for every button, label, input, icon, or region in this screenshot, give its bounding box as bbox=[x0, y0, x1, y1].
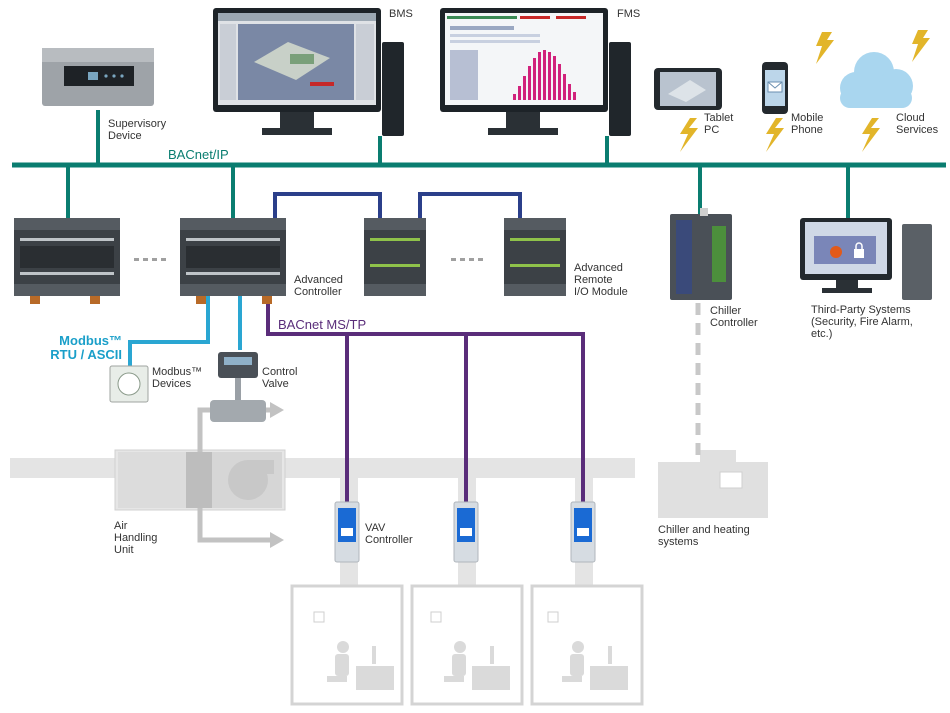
chiller-controller-line2: Controller bbox=[710, 317, 758, 329]
chiller-controller-line1: Chiller bbox=[710, 305, 742, 317]
advanced-controller-label: Advanced Controller bbox=[294, 274, 343, 298]
mstp-bus bbox=[266, 296, 585, 502]
flame-icon bbox=[830, 246, 842, 258]
control-valve-line1: Control bbox=[262, 366, 298, 378]
modbus-devices-label: Modbus™ Devices bbox=[152, 366, 202, 390]
remote-io-line1: Advanced bbox=[574, 262, 623, 274]
room-1 bbox=[290, 584, 404, 706]
modbus-label: Modbus™ RTU / ASCII bbox=[40, 334, 122, 362]
chiller-systems-line1: Chiller and heating bbox=[658, 524, 750, 536]
mobile-label-line2: Phone bbox=[791, 124, 823, 136]
vav-controller-3 bbox=[570, 501, 596, 563]
controller-link bbox=[273, 192, 522, 218]
chiller-systems-label: Chiller and heating systems bbox=[658, 524, 750, 548]
modbus-label-line1: Modbus™ bbox=[59, 333, 122, 348]
fms-bar-chart bbox=[513, 50, 576, 100]
third-party-label: Third-Party Systems (Security, Fire Alar… bbox=[811, 304, 913, 340]
third-party-pc bbox=[800, 218, 932, 300]
ahu-label-line1: Air bbox=[114, 520, 128, 532]
supervisory-device bbox=[42, 48, 154, 106]
chiller-unit bbox=[658, 450, 768, 518]
chiller-systems-line2: systems bbox=[658, 536, 699, 548]
controller-1 bbox=[14, 218, 120, 304]
remote-io-label: Advanced Remote I/O Module bbox=[574, 262, 628, 298]
tablet-label-line1: Tablet bbox=[704, 112, 734, 124]
vav-label-line1: VAV bbox=[365, 522, 386, 534]
lightning-icon bbox=[680, 30, 930, 152]
vav-controller-2 bbox=[453, 501, 479, 563]
ellipsis-dots bbox=[134, 258, 483, 261]
cloud-label-line2: Services bbox=[896, 124, 939, 136]
envelope-icon bbox=[767, 81, 783, 93]
room-3 bbox=[530, 584, 644, 706]
bacnet-ip-drops bbox=[66, 110, 850, 218]
remote-io-2 bbox=[504, 218, 566, 296]
bms-monitor bbox=[213, 8, 404, 136]
fms-monitor bbox=[440, 8, 631, 136]
mobile-label: Mobile Phone bbox=[791, 112, 823, 136]
modbus-lines bbox=[128, 296, 242, 366]
ahu-label-line2: Handling bbox=[114, 532, 158, 544]
cloud-label-line1: Cloud bbox=[896, 112, 925, 124]
controller-2 bbox=[180, 218, 286, 304]
modbus-devices-line1: Modbus™ bbox=[152, 366, 203, 378]
control-valve-line2: Valve bbox=[262, 378, 289, 390]
vav-label-line2: Controller bbox=[365, 534, 413, 546]
supervisory-label-line2: Device bbox=[108, 130, 142, 142]
modbus-device bbox=[109, 365, 149, 403]
tablet-label: Tablet PC bbox=[704, 112, 733, 136]
supervisory-label: Supervisory Device bbox=[108, 118, 166, 142]
cloud-label: Cloud Services bbox=[896, 112, 938, 136]
fan-icon bbox=[228, 460, 274, 500]
chiller-controller bbox=[670, 208, 732, 300]
person-icon bbox=[327, 641, 628, 690]
remote-io-1 bbox=[364, 218, 426, 296]
air-duct bbox=[10, 449, 635, 511]
lock-icon bbox=[854, 242, 864, 258]
remote-io-line2: Remote bbox=[574, 274, 613, 286]
supervisory-label-line1: Supervisory bbox=[108, 118, 167, 130]
ahu-label-line3: Unit bbox=[114, 544, 134, 556]
ahu-label: Air Handling Unit bbox=[114, 520, 157, 556]
room-2 bbox=[410, 584, 524, 706]
bacnet-ip-label: BACnet/IP bbox=[168, 147, 229, 162]
third-party-line3: etc.) bbox=[811, 328, 833, 340]
fms-label: FMS bbox=[617, 8, 641, 20]
tablet-pc bbox=[654, 68, 722, 110]
advanced-controller-line2: Controller bbox=[294, 286, 342, 298]
modbus-label-line2: RTU / ASCII bbox=[50, 347, 122, 362]
control-valve-label: Control Valve bbox=[262, 366, 297, 390]
chiller-controller-label: Chiller Controller bbox=[710, 305, 758, 329]
bacnet-mstp-label: BACnet MS/TP bbox=[278, 317, 367, 332]
modbus-devices-line2: Devices bbox=[152, 378, 192, 390]
third-party-line2: (Security, Fire Alarm, bbox=[811, 316, 913, 328]
advanced-controller-line1: Advanced bbox=[294, 274, 343, 286]
bms-label: BMS bbox=[389, 8, 413, 20]
third-party-line1: Third-Party Systems bbox=[811, 304, 911, 316]
mobile-label-line1: Mobile bbox=[791, 112, 824, 124]
vav-label: VAV Controller bbox=[365, 522, 413, 546]
cloud-icon bbox=[840, 52, 913, 108]
remote-io-line3: I/O Module bbox=[574, 286, 628, 298]
vav-controller-1 bbox=[334, 501, 360, 563]
control-valve bbox=[210, 352, 266, 422]
tablet-label-line2: PC bbox=[704, 124, 720, 136]
